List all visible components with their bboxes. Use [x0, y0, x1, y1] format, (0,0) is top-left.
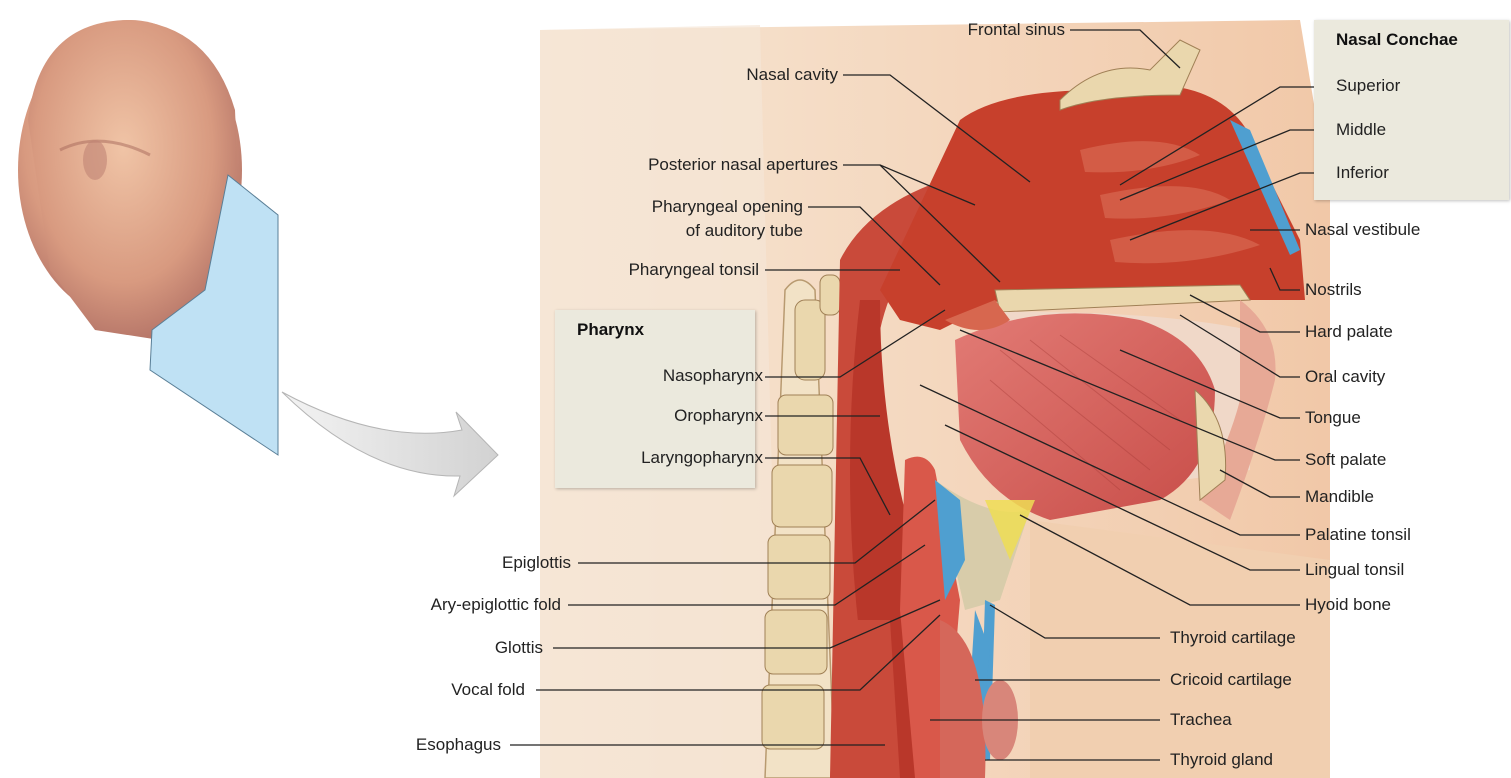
pointer-arrow: [282, 392, 498, 496]
label-ary-epiglottic-fold: Ary-epiglottic fold: [431, 595, 561, 615]
label-trachea: Trachea: [1170, 710, 1232, 730]
label-epiglottis: Epiglottis: [502, 553, 571, 573]
label-oropharynx: Oropharynx: [674, 406, 763, 426]
label-middle: Middle: [1336, 120, 1386, 140]
nasal-conchae-title: Nasal Conchae: [1336, 30, 1458, 50]
label-glottis: Glottis: [495, 638, 543, 658]
label-superior: Superior: [1336, 76, 1400, 96]
label-oral-cavity: Oral cavity: [1305, 367, 1385, 387]
label-of-auditory-tube: of auditory tube: [686, 221, 803, 241]
label-laryngopharynx: Laryngopharynx: [641, 448, 763, 468]
label-thyroid-cartilage: Thyroid cartilage: [1170, 628, 1296, 648]
label-soft-palate: Soft palate: [1305, 450, 1386, 470]
label-pharyngeal-tonsil: Pharyngeal tonsil: [629, 260, 759, 280]
label-cricoid-cartilage: Cricoid cartilage: [1170, 670, 1292, 690]
label-tongue: Tongue: [1305, 408, 1361, 428]
label-hard-palate: Hard palate: [1305, 322, 1393, 342]
label-posterior-nasal-apertures: Posterior nasal apertures: [648, 155, 838, 175]
pharynx-title: Pharynx: [577, 320, 644, 340]
label-thyroid-gland: Thyroid gland: [1170, 750, 1273, 770]
label-inferior: Inferior: [1336, 163, 1389, 183]
label-nasal-vestibule: Nasal vestibule: [1305, 220, 1420, 240]
label-mandible: Mandible: [1305, 487, 1374, 507]
label-lingual-tonsil: Lingual tonsil: [1305, 560, 1404, 580]
label-nasopharynx: Nasopharynx: [663, 366, 763, 386]
label-nostrils: Nostrils: [1305, 280, 1362, 300]
label-pharyngeal-opening: Pharyngeal opening: [652, 197, 803, 217]
label-esophagus: Esophagus: [416, 735, 501, 755]
label-vocal-fold: Vocal fold: [451, 680, 525, 700]
label-hyoid-bone: Hyoid bone: [1305, 595, 1391, 615]
label-nasal-cavity: Nasal cavity: [746, 65, 838, 85]
label-palatine-tonsil: Palatine tonsil: [1305, 525, 1411, 545]
label-frontal-sinus: Frontal sinus: [968, 20, 1065, 40]
